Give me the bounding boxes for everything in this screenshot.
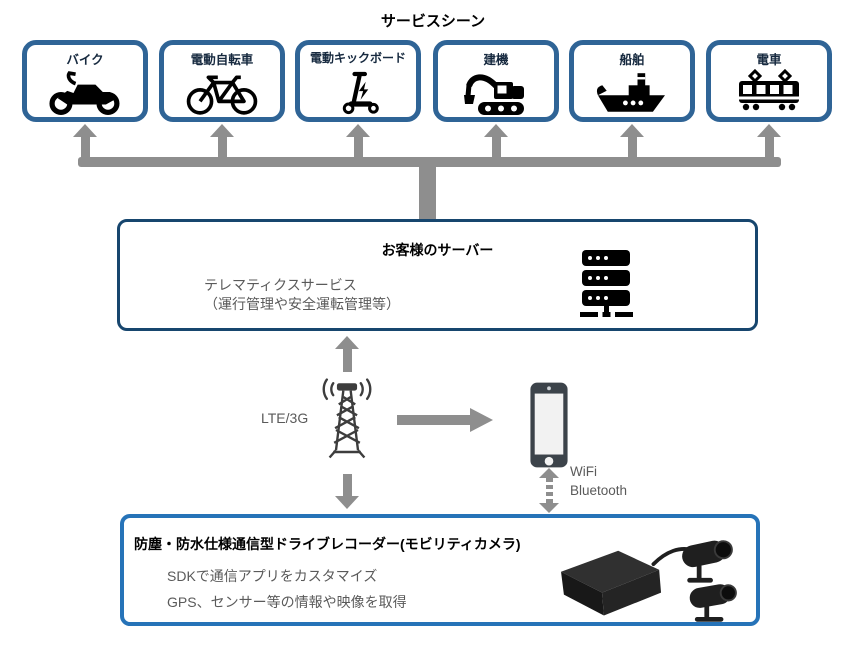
arrow-to-train [757,124,781,158]
scene-box-construction: 建機 [433,40,559,122]
wifi-bluetooth-label: WiFi Bluetooth [570,462,627,500]
wifi-label: WiFi [570,464,597,479]
arrow-to-construction [484,124,508,158]
scene-label: バイク [66,53,104,67]
scene-box-ship: 船舶 [569,40,695,122]
connector-trunk [419,166,436,219]
arrow-tower-to-phone [397,408,493,432]
scene-box-ebike: 電動自転車 [159,40,285,122]
drive-recorder-box: 防塵・防水仕様通信型ドライブレコーダー(モビリティカメラ) SDKで通信アプリを… [120,514,760,626]
scene-label: 建機 [483,53,509,67]
scene-label: 船舶 [619,53,645,67]
arrow-tower-to-server [335,336,359,372]
scene-box-train: 電車 [706,40,832,122]
arrow-to-ship [620,124,644,158]
arrow-phone-to-recorder [539,468,559,513]
page-title: サービスシーン [380,13,486,30]
server-box-line2: （運行管理や安全運転管理等） [204,296,400,312]
bluetooth-label: Bluetooth [570,483,628,498]
connector-bar [78,157,781,167]
recorder-box-line1: SDKで通信アプリをカスタマイズ [167,568,378,584]
motorcycle-icon [27,68,143,117]
arrow-tower-to-recorder [335,474,359,509]
server-box-title: お客様のサーバー [381,242,494,258]
arrow-to-bike [73,124,97,158]
smartphone-icon [529,381,569,474]
scene-label: 電動キックボード [309,51,406,65]
dashcam-cameras-image [542,526,742,631]
arrow-to-ebike [210,124,234,158]
train-icon [711,68,827,117]
cell-tower-icon [303,372,391,471]
recorder-box-title: 防塵・防水仕様通信型ドライブレコーダー(モビリティカメラ) [134,536,521,552]
kick-scooter-icon [300,66,416,117]
server-rack-icon [574,248,638,325]
scene-label: 電車 [756,53,782,67]
lte-3g-label: LTE/3G [261,410,309,426]
scene-box-kickboard: 電動キックボード [295,40,421,122]
excavator-icon [438,68,554,117]
customer-server-box: お客様のサーバー テレマティクスサービス （運行管理や安全運転管理等） [117,219,758,331]
server-box-line1: テレマティクスサービス [204,277,357,293]
arrow-to-kickboard [346,124,370,158]
scene-box-bike: バイク [22,40,148,122]
scene-label: 電動自転車 [190,53,254,67]
recorder-box-line2: GPS、センサー等の情報や映像を取得 [167,594,407,610]
ship-icon [574,68,690,117]
bicycle-icon [164,68,280,117]
